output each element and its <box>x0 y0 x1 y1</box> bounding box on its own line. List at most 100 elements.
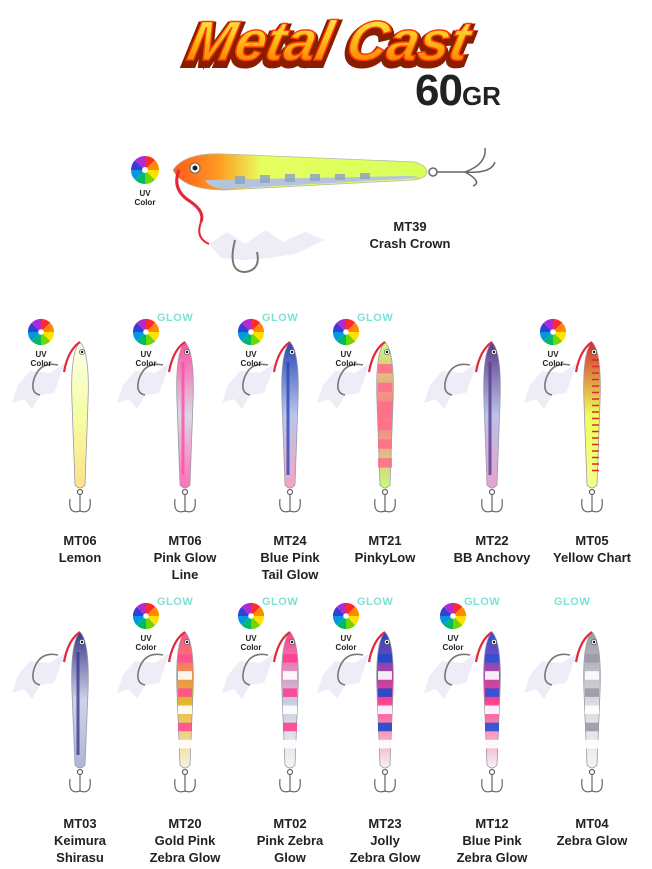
lure-name-line2: Glow <box>274 850 306 865</box>
lure-name-line2: Shirasu <box>56 850 104 865</box>
lure-code: MT04 <box>575 816 609 831</box>
weight-label: 60GR <box>415 66 501 116</box>
weight-value: 60 <box>415 66 463 115</box>
color-wheel-icon <box>132 318 160 346</box>
color-wheel-icon <box>27 318 55 346</box>
weight-unit: GR <box>461 81 501 111</box>
color-wheel-icon <box>332 318 360 346</box>
lure-code: MT02 <box>273 816 307 831</box>
uv-color-text: Color <box>135 359 157 368</box>
assist-hook-icon <box>424 653 477 699</box>
glow-badge: GLOW <box>464 596 501 608</box>
lure-name: Lemon <box>58 550 102 565</box>
hero-lure-image <box>172 147 496 274</box>
lure-code: MT06 <box>168 533 202 548</box>
uv-color-text: Color <box>335 359 357 368</box>
uv-text: UV <box>547 350 559 359</box>
lure-image <box>574 341 603 513</box>
uv-color-text: Color <box>135 643 157 652</box>
glow-badge: GLOW <box>357 596 394 608</box>
lure-code: MT03 <box>63 816 97 831</box>
svg-text:Metal Cast: Metal Cast <box>182 14 477 76</box>
assist-hook-icon <box>12 653 65 699</box>
lure-name-line2: Tail Glow <box>261 567 319 582</box>
svg-text:Metal Cast: Metal Cast <box>183 10 478 72</box>
assist-hook-icon <box>317 363 370 409</box>
color-wheel-icon <box>439 602 467 630</box>
assist-hook-icon <box>524 653 577 699</box>
uv-text: UV <box>139 189 151 198</box>
uv-color-text: Color <box>442 643 464 652</box>
color-wheel-icon <box>539 318 567 346</box>
lure-code: MT23 <box>368 816 402 831</box>
brand-logo: Metal Cast Metal Cast <box>178 10 481 78</box>
hero-code: MT39 <box>393 219 427 234</box>
lure-name: Yellow Chart <box>552 550 632 565</box>
assist-hook-icon <box>117 653 170 699</box>
color-wheel-icon <box>132 602 160 630</box>
uv-color-text: Color <box>240 643 262 652</box>
color-wheel-icon <box>237 318 265 346</box>
assist-hook-icon <box>524 363 577 409</box>
glow-badge: GLOW <box>262 596 299 608</box>
uv-text: UV <box>245 350 257 359</box>
lure-code: MT22 <box>475 533 509 548</box>
lure-name: Pink Glow <box>153 550 217 565</box>
lure-name: BB Anchovy <box>453 550 531 565</box>
assist-hook-icon <box>222 363 275 409</box>
uv-text: UV <box>35 350 47 359</box>
glow-badge: GLOW <box>262 312 299 324</box>
assist-hook-icon <box>424 363 477 409</box>
lure-image <box>62 631 91 793</box>
lure-name: Blue Pink <box>462 833 522 848</box>
lure-name-line2: Zebra Glow <box>149 850 221 865</box>
lure-image <box>272 631 301 793</box>
lure-name-line2: Zebra Glow <box>456 850 528 865</box>
lure-image <box>474 631 503 793</box>
glow-badge: GLOW <box>157 312 194 324</box>
color-wheel-icon <box>332 602 360 630</box>
assist-hook-icon <box>317 653 370 699</box>
color-wheel-icon <box>131 156 159 184</box>
uv-text: UV <box>140 350 152 359</box>
lure-name: PinkyLow <box>354 550 416 565</box>
lure-image <box>367 631 396 793</box>
lure-code: MT20 <box>168 816 202 831</box>
lure-code: MT06 <box>63 533 97 548</box>
uv-color-text: Color <box>542 359 564 368</box>
lure-name-line2: Zebra Glow <box>349 850 421 865</box>
assist-hook-icon <box>117 363 170 409</box>
color-wheel-icon <box>237 602 265 630</box>
glow-badge: GLOW <box>554 596 591 608</box>
lure-image <box>574 631 603 793</box>
uv-text: UV <box>447 634 459 643</box>
hero-name: Crash Crown <box>369 236 451 251</box>
uv-text: UV <box>140 634 152 643</box>
lure-name: Zebra Glow <box>556 833 628 848</box>
lure-caption: MT22 BB Anchovy <box>440 532 544 566</box>
lure-image <box>62 341 91 513</box>
uv-color-text: Color <box>134 198 156 207</box>
lure-image <box>474 341 503 513</box>
uv-color-text: Color <box>240 359 262 368</box>
lure-image <box>367 341 396 513</box>
glow-badge: GLOW <box>357 312 394 324</box>
uv-text: UV <box>245 634 257 643</box>
